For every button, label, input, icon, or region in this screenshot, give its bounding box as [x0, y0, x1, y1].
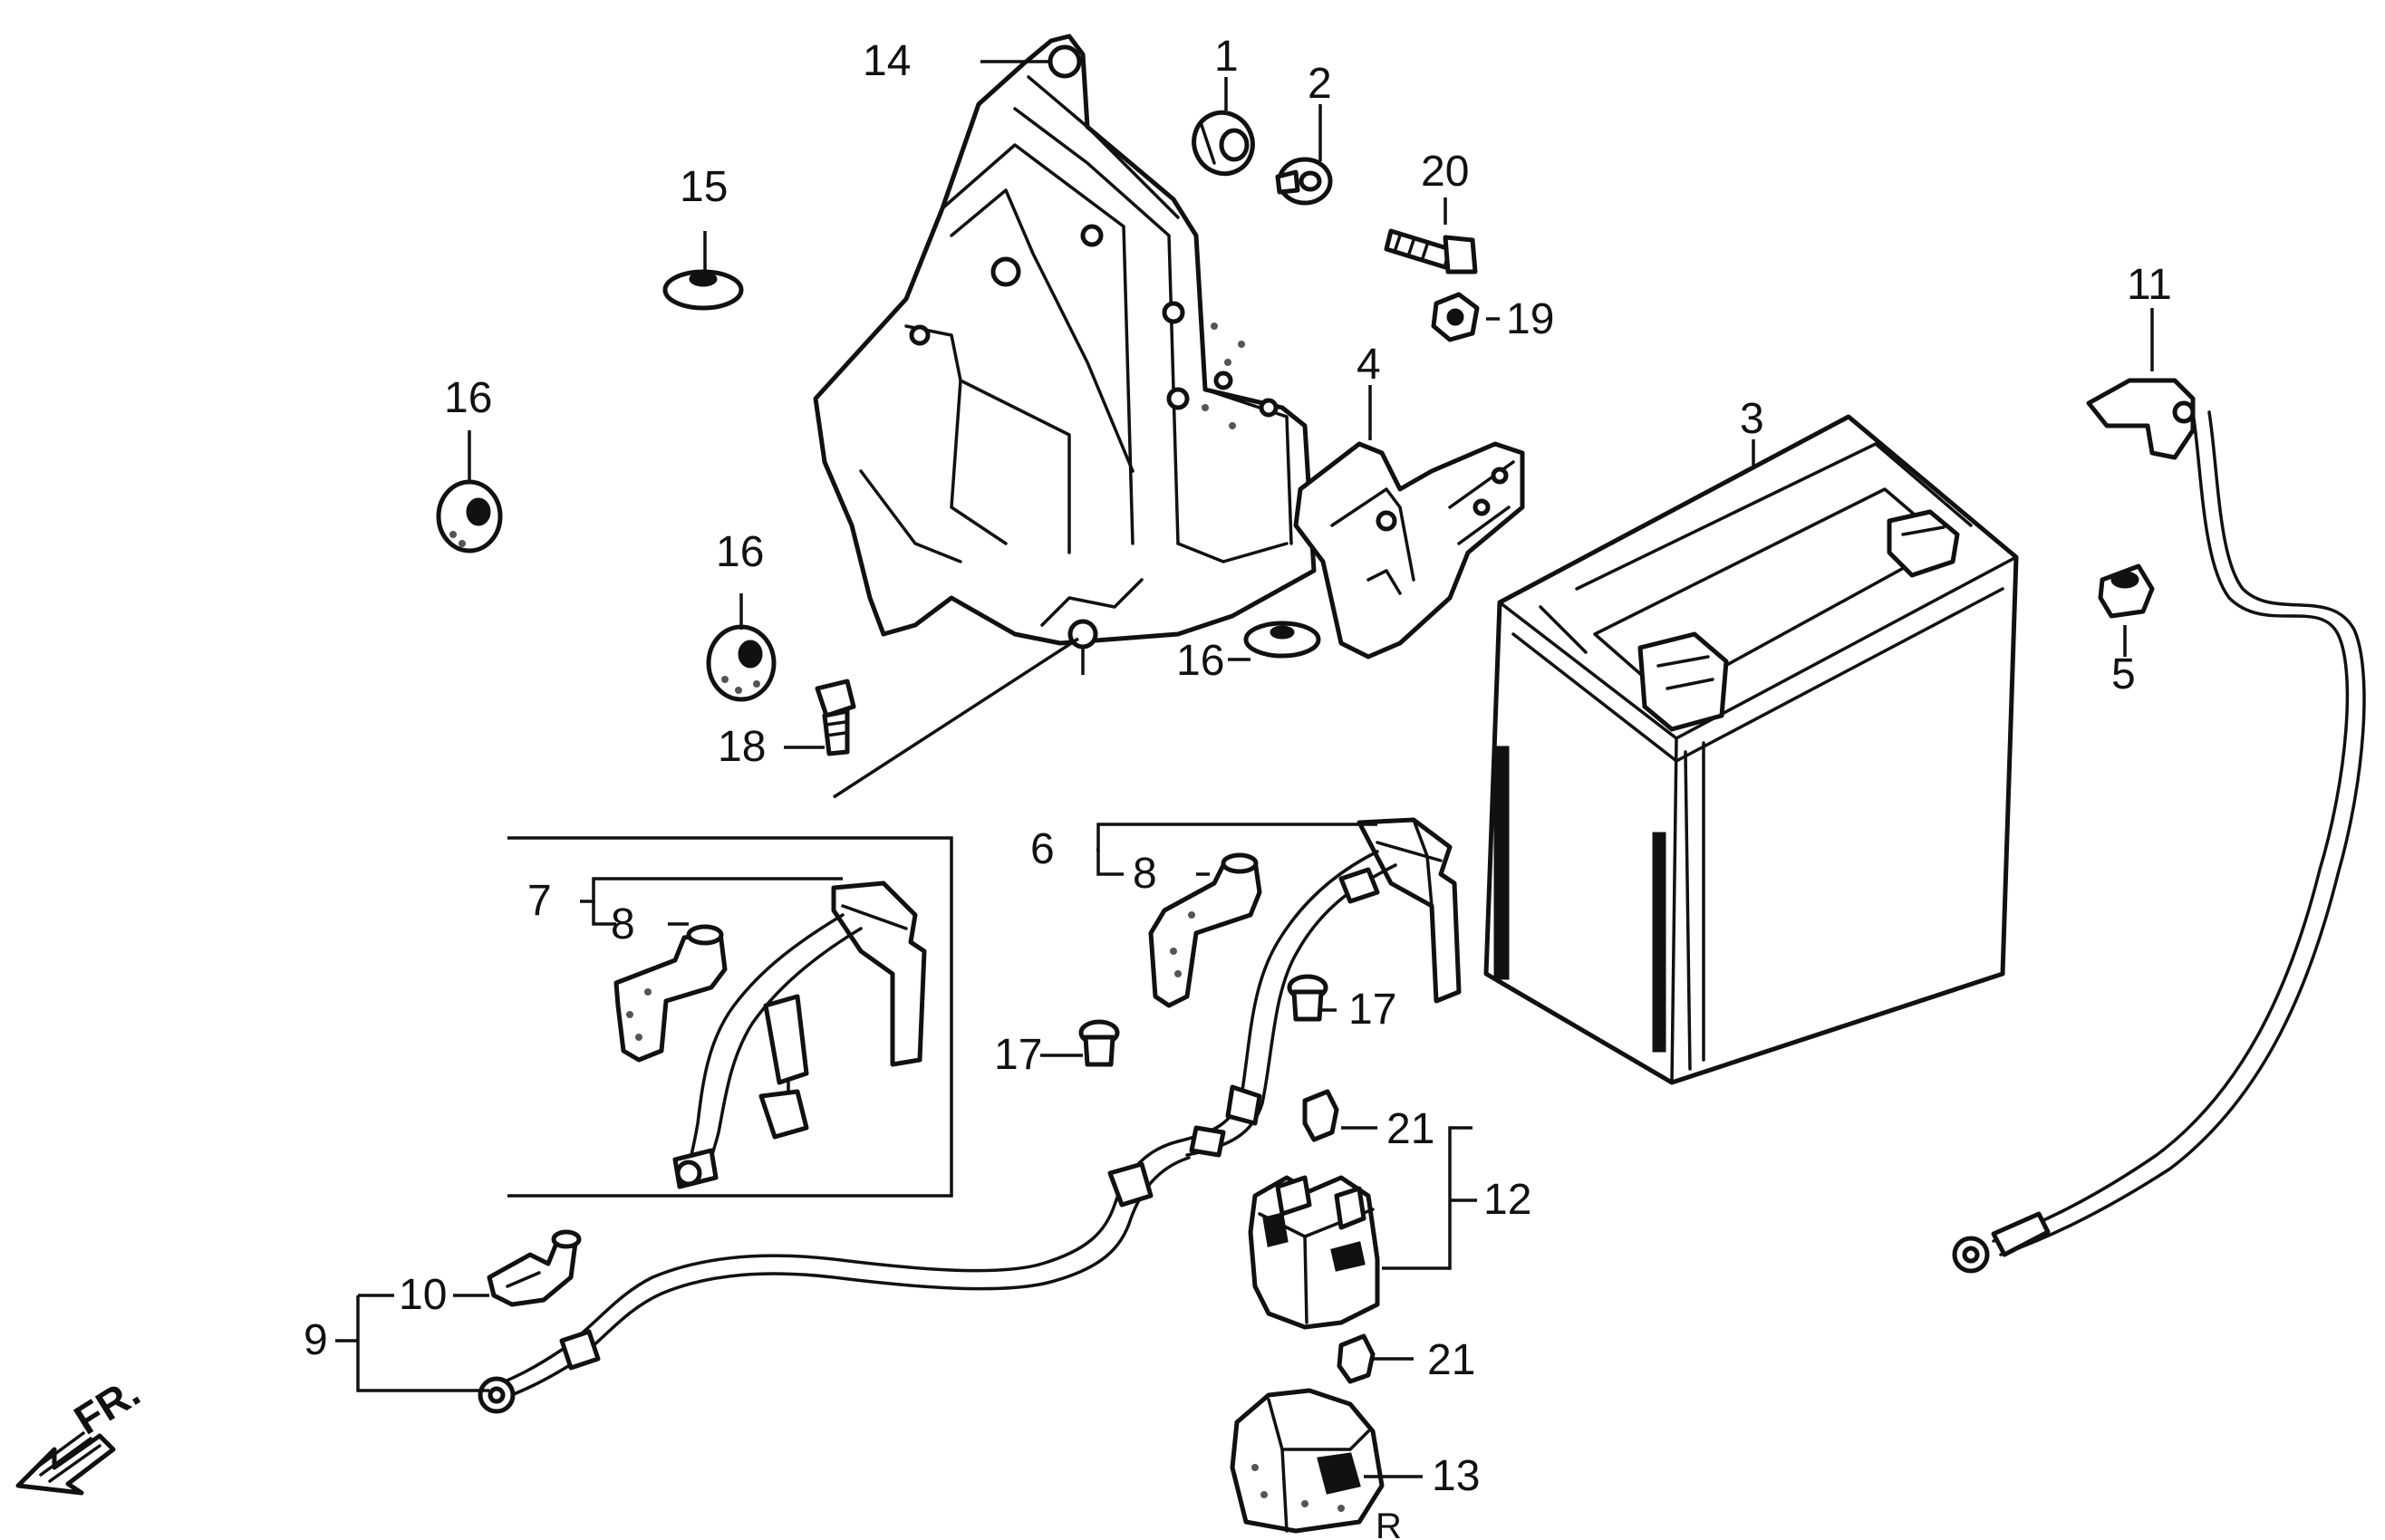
- front-direction-label: FR.: [66, 1368, 148, 1443]
- starter-relay-12: [1248, 1175, 1380, 1330]
- collar-2: [1275, 157, 1333, 206]
- bolt-17-b: [1287, 974, 1328, 1022]
- leader-lines: [335, 60, 2154, 1478]
- battery: [1483, 414, 2019, 1085]
- rubber-15: [662, 269, 744, 311]
- clip-21-a: [1302, 1089, 1339, 1142]
- callout-8-boxed: 8: [611, 900, 635, 948]
- rubber-16-c: [1243, 621, 1321, 659]
- callout-11: 11: [2127, 261, 2172, 309]
- rubber-16-a: [436, 479, 503, 553]
- callout-16-right: 16: [1176, 637, 1224, 685]
- callout-7: 7: [527, 877, 552, 925]
- clip-21-b: [1337, 1333, 1376, 1384]
- callout-17-right: 17: [1348, 986, 1396, 1034]
- battery-box-bracket: [813, 34, 1317, 799]
- starter-cable-9: [478, 1140, 1191, 1414]
- nut-5: [2098, 563, 2155, 619]
- callout-5: 5: [2111, 650, 2136, 698]
- callout-1: 1: [1214, 33, 1239, 81]
- callout-16-left: 16: [444, 374, 492, 422]
- relay-cover-13: [1230, 1388, 1385, 1534]
- callout-14: 14: [863, 37, 911, 85]
- front-direction-arrow: [15, 1431, 116, 1496]
- callout-15: 15: [680, 163, 728, 211]
- negative-cable-11: [1952, 378, 2366, 1274]
- callout-19: 19: [1506, 295, 1554, 343]
- callout-13: 13: [1432, 1452, 1480, 1500]
- positive-cable-6: [1148, 817, 1462, 1158]
- callout-16-middle: 16: [716, 528, 764, 576]
- bolt-17-a: [1078, 1019, 1120, 1067]
- grommet-1: [1192, 110, 1255, 177]
- callout-21-upper: 21: [1386, 1105, 1434, 1153]
- corner-mark: R: [1376, 1506, 1402, 1540]
- bolt-18: [815, 679, 856, 756]
- callout-12: 12: [1483, 1176, 1531, 1224]
- nut-19: [1431, 292, 1480, 342]
- callout-3: 3: [1740, 395, 1764, 443]
- callout-21-lower: 21: [1427, 1336, 1475, 1384]
- bolt-20: [1384, 228, 1478, 274]
- callout-17-left: 17: [994, 1031, 1042, 1079]
- callout-8: 8: [1133, 850, 1157, 898]
- rubber-16-b: [706, 624, 777, 702]
- callout-6: 6: [1030, 825, 1055, 873]
- variant-box-7: [507, 836, 953, 1198]
- callout-10: 10: [399, 1271, 447, 1319]
- holder-4: [1293, 441, 1525, 659]
- callout-2: 2: [1308, 60, 1332, 108]
- callout-9: 9: [304, 1316, 328, 1364]
- callout-4: 4: [1357, 341, 1381, 389]
- callout-18: 18: [718, 723, 766, 771]
- callout-20: 20: [1421, 148, 1469, 196]
